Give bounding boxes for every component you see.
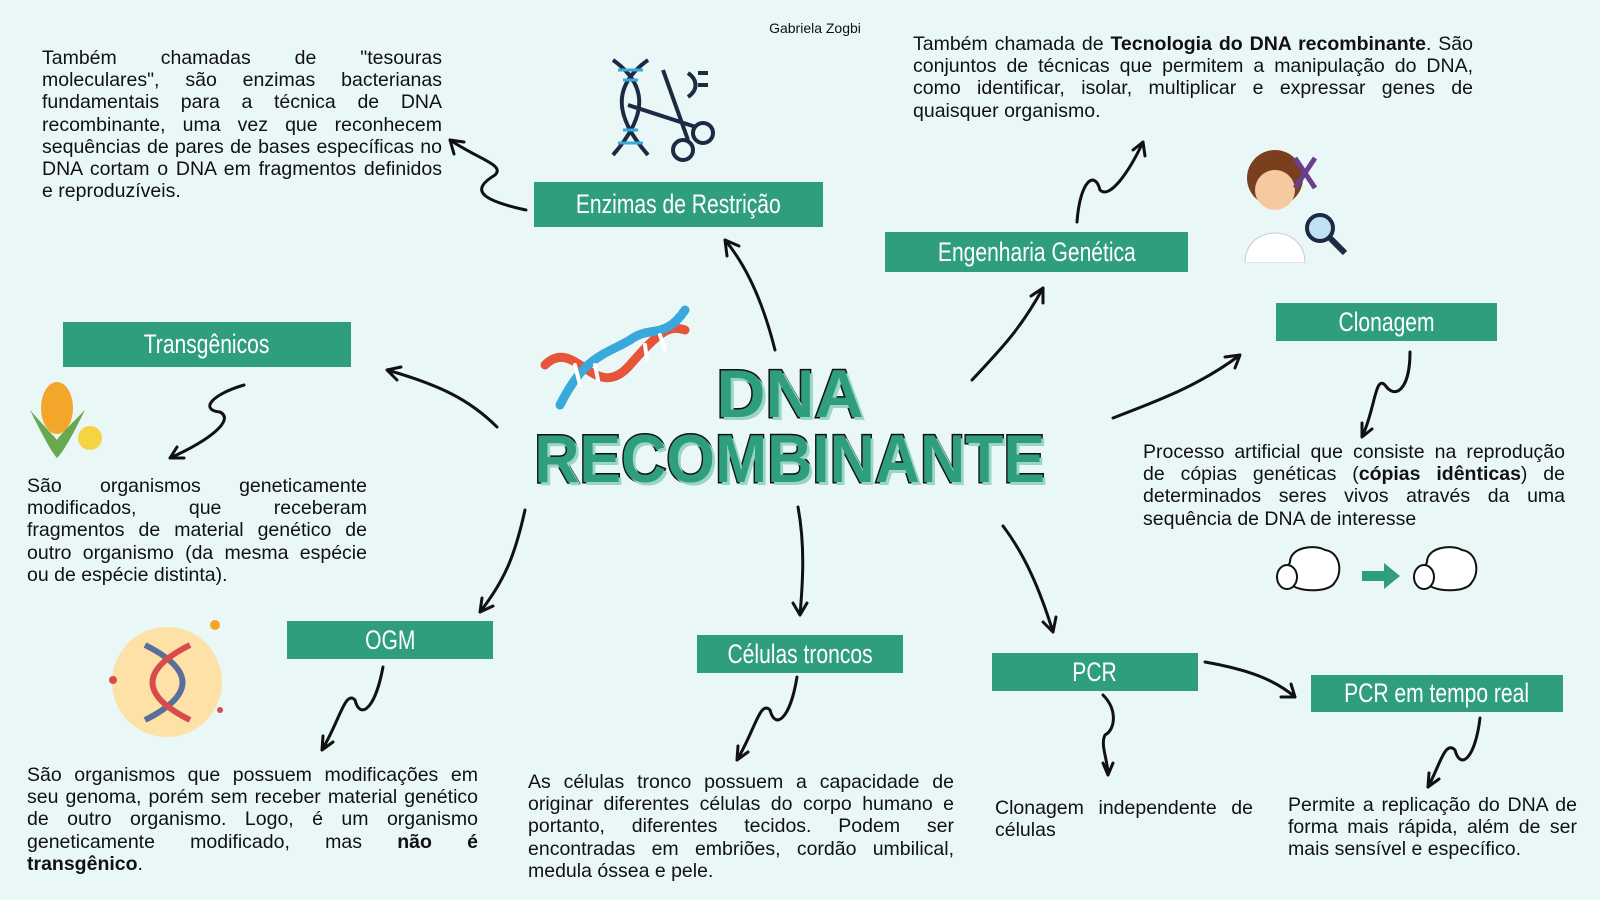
arrow-engenharia-text bbox=[1075, 140, 1147, 224]
node-enzimas-de-restricao: Enzimas de Restrição bbox=[534, 182, 823, 227]
corn-icon bbox=[30, 382, 102, 458]
celulas-description: As células tronco possuem a capacidade d… bbox=[528, 771, 954, 882]
text-bold: não é transgênico bbox=[27, 830, 478, 875]
node-label: OGM bbox=[364, 624, 416, 655]
pcr-tempo-real-description: Permite a replicação do DNA de forma mai… bbox=[1288, 794, 1577, 861]
arrow-to-pcr bbox=[1001, 524, 1058, 634]
arrow-pcr-to-pcr-real bbox=[1203, 660, 1297, 699]
arrow-clonagem-text bbox=[1360, 350, 1412, 439]
dna-scissors-icon bbox=[611, 58, 715, 162]
arrow-celulas-text bbox=[735, 675, 799, 762]
node-label: PCR em tempo real bbox=[1344, 678, 1530, 708]
dna-helix-icon bbox=[540, 305, 690, 410]
node-engenharia-genetica: Engenharia Genética bbox=[885, 232, 1188, 272]
title-line-1: DNA bbox=[715, 355, 865, 434]
ogm-description: São organismos que possuem modificações … bbox=[27, 764, 478, 875]
sheep-clone-icon bbox=[1413, 546, 1478, 592]
text-segment: ) de determinados seres vivos através da… bbox=[1143, 463, 1565, 530]
text-segment: . bbox=[137, 852, 143, 875]
title-line-2: RECOMBINANTE bbox=[500, 420, 1080, 499]
arrow-enzimas-text bbox=[448, 138, 528, 212]
node-label: Clonagem bbox=[1338, 306, 1435, 337]
arrow-to-ogm bbox=[478, 508, 527, 614]
node-label: PCR bbox=[1072, 656, 1118, 687]
arrow-pcr-real-text bbox=[1426, 716, 1482, 789]
sheep-original-icon bbox=[1276, 546, 1341, 592]
author-name: Gabriela Zogbi bbox=[769, 20, 861, 36]
arrow-ogm-text bbox=[320, 665, 385, 752]
node-label: Células troncos bbox=[727, 638, 873, 669]
enzimas-description: Também chamadas de "tesouras moleculares… bbox=[42, 47, 442, 203]
arrow-right-icon bbox=[1362, 563, 1400, 589]
transgenicos-description: São organismos geneticamente modificados… bbox=[27, 475, 367, 586]
engenharia-description: Também chamada de Tecnologia do DNA reco… bbox=[913, 33, 1473, 122]
node-pcr-tempo-real: PCR em tempo real bbox=[1311, 675, 1563, 712]
node-label: Engenharia Genética bbox=[937, 236, 1136, 267]
node-label: Transgênicos bbox=[144, 329, 270, 359]
arrow-pcr-text bbox=[1101, 693, 1115, 777]
text-segment: Processo artificial que consiste na repr… bbox=[1143, 441, 1565, 486]
text-segment: Também chamada de bbox=[913, 33, 1111, 55]
text-bold: cópias idênticas bbox=[1358, 463, 1521, 486]
text-segment: . São conjuntos de técnicas que permitem… bbox=[913, 33, 1473, 122]
node-transgenicos: Transgênicos bbox=[63, 322, 351, 367]
text-segment: São organismos que possuem modificações … bbox=[27, 764, 478, 853]
node-clonagem: Clonagem bbox=[1276, 303, 1497, 341]
arrow-to-celulas bbox=[791, 505, 809, 617]
node-celulas-troncos: Células troncos bbox=[697, 635, 903, 673]
arrow-to-engenharia bbox=[970, 286, 1045, 382]
pcr-description: Clonagem independente de células bbox=[995, 797, 1253, 842]
title-line-2-text: RECOMBINANTE bbox=[533, 420, 1047, 499]
node-pcr: PCR bbox=[992, 653, 1198, 691]
arrow-to-transgenicos bbox=[385, 365, 499, 429]
scientist-icon bbox=[1244, 150, 1348, 263]
arrow-to-enzimas bbox=[723, 238, 777, 352]
dna-circle-icon bbox=[109, 620, 223, 737]
arrow-transgenicos-text bbox=[168, 383, 246, 460]
clonagem-description: Processo artificial que consiste na repr… bbox=[1143, 441, 1565, 530]
text-bold: Tecnologia do DNA recombinante bbox=[1110, 33, 1426, 55]
node-label: Enzimas de Restrição bbox=[576, 189, 781, 219]
node-ogm: OGM bbox=[287, 621, 493, 659]
arrow-to-clonagem bbox=[1111, 353, 1242, 420]
